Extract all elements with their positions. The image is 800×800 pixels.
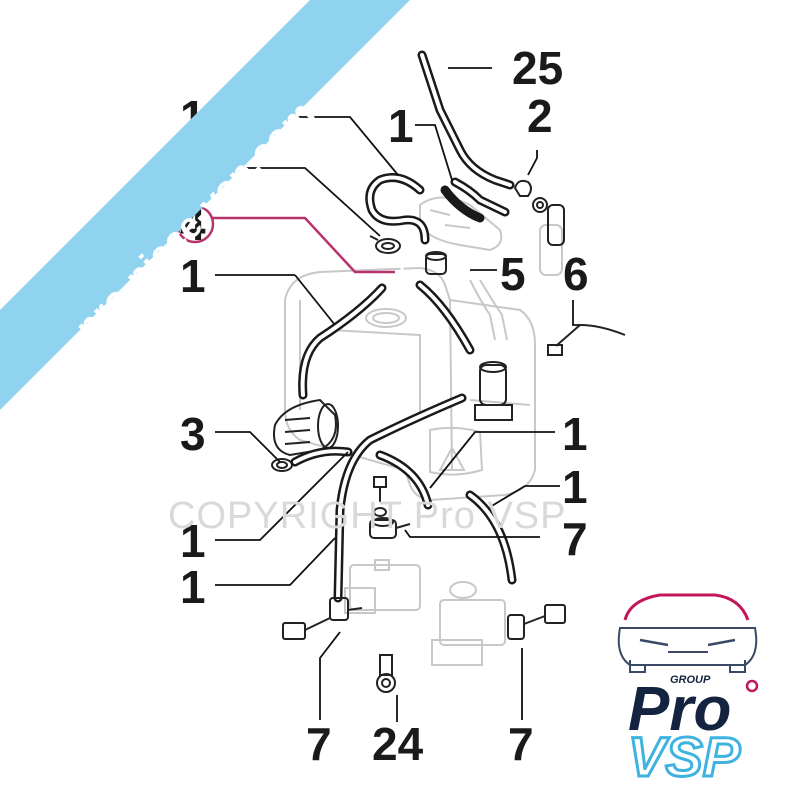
callout-1-left-low: 1	[180, 515, 206, 567]
callout-7-bottom-right: 7	[508, 718, 534, 770]
callout-1-right-a: 1	[562, 408, 588, 460]
logo-vsp-text: VSP	[628, 725, 741, 788]
logo-pro-text: Pro	[628, 675, 731, 744]
part-1-hose-center	[375, 450, 433, 510]
part-5-sleeve	[425, 251, 447, 275]
part-1-hose-left-mid	[298, 283, 387, 400]
callout-3: 3	[180, 408, 206, 460]
upper-pump-assembly	[419, 196, 563, 341]
part-1-hose-top-left	[365, 173, 430, 245]
part-7-fitting-bottom-left	[282, 597, 363, 640]
part-6-level-sensor	[547, 324, 626, 356]
logo-group-text: GROUP	[670, 674, 711, 686]
part-7-fitting-bottom-right	[507, 604, 566, 640]
part-24-banjo	[376, 654, 396, 693]
callout-2: 2	[527, 90, 553, 142]
part-1-hose-top-mid	[440, 177, 510, 223]
part-1-hose-long-left	[333, 393, 467, 603]
callout-6: 6	[563, 248, 589, 300]
callout-7-right-mid: 7	[562, 513, 588, 565]
website-banner: pro-piece-vsp.com	[0, 0, 410, 410]
reservoir-tank	[284, 266, 536, 502]
lower-valve-assembly	[344, 559, 506, 666]
copyright-watermark: COPYRIGHT Pro VSP	[168, 495, 567, 537]
part-3-clamp	[271, 458, 293, 472]
part-1-hose-short-left	[290, 446, 353, 467]
part-8-clamp	[369, 235, 401, 254]
callout-7-bottom-left: 7	[306, 718, 332, 770]
callout-24: 24	[372, 718, 424, 770]
part-2-clip	[513, 179, 565, 246]
part-1-hose-right-lower	[465, 490, 517, 585]
callout-5: 5	[500, 248, 526, 300]
callout-25: 25	[512, 42, 563, 94]
pump-right	[474, 361, 513, 421]
part-1-hose-right-of-t	[415, 280, 475, 355]
pro-vsp-logo: GROUP Pro VSP	[617, 593, 759, 790]
part-4-t-connector	[383, 258, 421, 290]
part-7-banjo-mid	[369, 517, 411, 539]
pump-motor-left	[273, 398, 339, 457]
callout-1-left-mid: 1	[180, 250, 206, 302]
leader-lines	[215, 67, 580, 722]
bolt-center	[373, 476, 387, 517]
callout-1-right-b: 1	[562, 461, 588, 513]
callout-1-top-mid: 1	[388, 100, 414, 152]
callout-1-left-bottom: 1	[180, 561, 206, 613]
part-25-hose	[417, 50, 515, 190]
car-icon	[617, 593, 758, 673]
logo-dot	[745, 679, 759, 693]
